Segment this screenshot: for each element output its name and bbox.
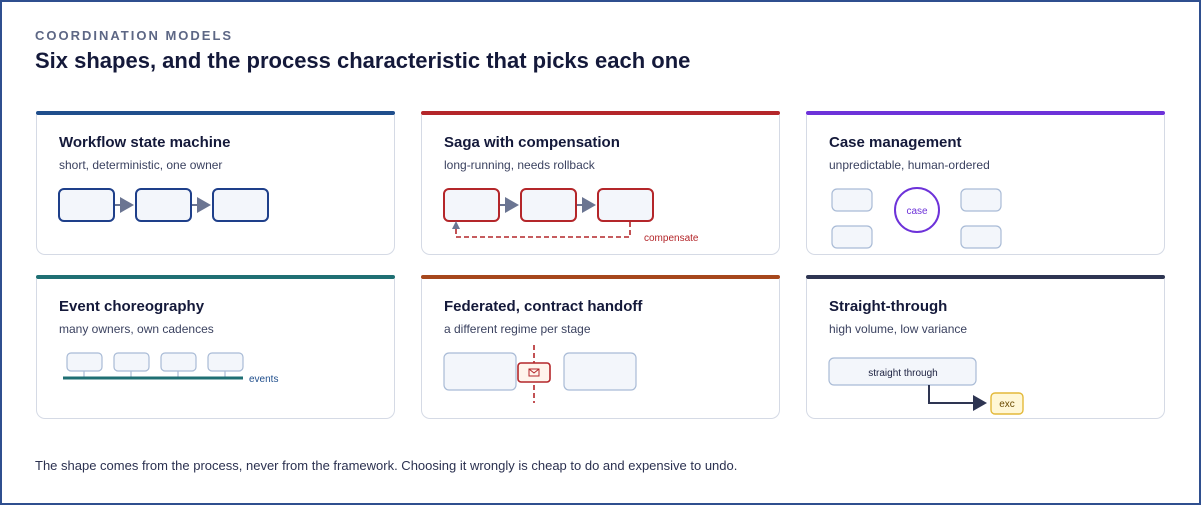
card-title: Straight-through bbox=[829, 298, 948, 315]
card-subtitle: short, deterministic, one owner bbox=[59, 158, 223, 172]
card-accent-bar bbox=[36, 111, 395, 115]
card-accent-bar bbox=[806, 111, 1165, 115]
task-box bbox=[960, 225, 1002, 249]
card-event-choreography: Event choreography many owners, own cade… bbox=[36, 275, 395, 419]
envelope-icon bbox=[528, 368, 540, 377]
straight-through-diagram: straight through exc bbox=[828, 357, 1024, 415]
card-accent-bar bbox=[36, 275, 395, 279]
saga-diagram: compensate bbox=[443, 188, 699, 244]
straight-through-box bbox=[828, 357, 977, 386]
card-title: Saga with compensation bbox=[444, 134, 620, 151]
state-box bbox=[58, 188, 115, 222]
service-box bbox=[113, 352, 150, 372]
card-title: Federated, contract handoff bbox=[444, 298, 643, 315]
exception-path bbox=[928, 385, 987, 411]
service-box bbox=[66, 352, 103, 372]
compensate-path bbox=[455, 222, 631, 238]
state-box bbox=[212, 188, 269, 222]
card-saga-with-compensation: Saga with compensation long-running, nee… bbox=[421, 111, 780, 255]
service-box bbox=[207, 352, 244, 372]
state-box bbox=[135, 188, 192, 222]
workflow-diagram bbox=[58, 188, 269, 222]
card-subtitle: long-running, needs rollback bbox=[444, 158, 595, 172]
card-title: Workflow state machine bbox=[59, 134, 231, 151]
service-box bbox=[160, 352, 197, 372]
card-accent-bar bbox=[421, 111, 780, 115]
events-label: events bbox=[249, 374, 278, 385]
step-box bbox=[597, 188, 654, 222]
federated-diagram bbox=[443, 345, 637, 403]
card-accent-bar bbox=[421, 275, 780, 279]
eyebrow-label: COORDINATION MODELS bbox=[35, 28, 234, 43]
step-box bbox=[443, 188, 500, 222]
exception-label: exc bbox=[999, 399, 1015, 410]
compensate-arrowhead bbox=[452, 221, 460, 229]
step-box bbox=[520, 188, 577, 222]
card-title: Event choreography bbox=[59, 298, 205, 315]
task-box bbox=[831, 225, 873, 249]
card-subtitle: a different regime per stage bbox=[444, 322, 591, 336]
card-title: Case management bbox=[829, 134, 962, 151]
card-subtitle: many owners, own cadences bbox=[59, 322, 214, 336]
footer-note: The shape comes from the process, never … bbox=[35, 458, 738, 473]
task-box bbox=[831, 188, 873, 212]
task-box bbox=[960, 188, 1002, 212]
exception-box bbox=[990, 392, 1024, 415]
regime-box-left bbox=[443, 352, 517, 391]
card-straight-through: Straight-through high volume, low varian… bbox=[806, 275, 1165, 419]
page-title: Six shapes, and the process characterist… bbox=[35, 48, 691, 73]
compensate-label: compensate bbox=[644, 233, 699, 244]
choreography-diagram: events bbox=[63, 352, 278, 385]
regime-box-right bbox=[563, 352, 637, 391]
card-workflow-state-machine: Workflow state machine short, determinis… bbox=[36, 111, 395, 255]
card-subtitle: unpredictable, human-ordered bbox=[829, 158, 990, 172]
straight-through-label: straight through bbox=[868, 368, 938, 379]
case-node bbox=[894, 187, 940, 233]
card-case-management: Case management unpredictable, human-ord… bbox=[806, 111, 1165, 255]
card-subtitle: high volume, low variance bbox=[829, 322, 968, 336]
case-diagram: case bbox=[831, 187, 1002, 249]
card-accent-bar bbox=[806, 275, 1165, 279]
card-federated-contract-handoff: Federated, contract handoff a different … bbox=[421, 275, 780, 419]
case-label: case bbox=[906, 206, 928, 217]
